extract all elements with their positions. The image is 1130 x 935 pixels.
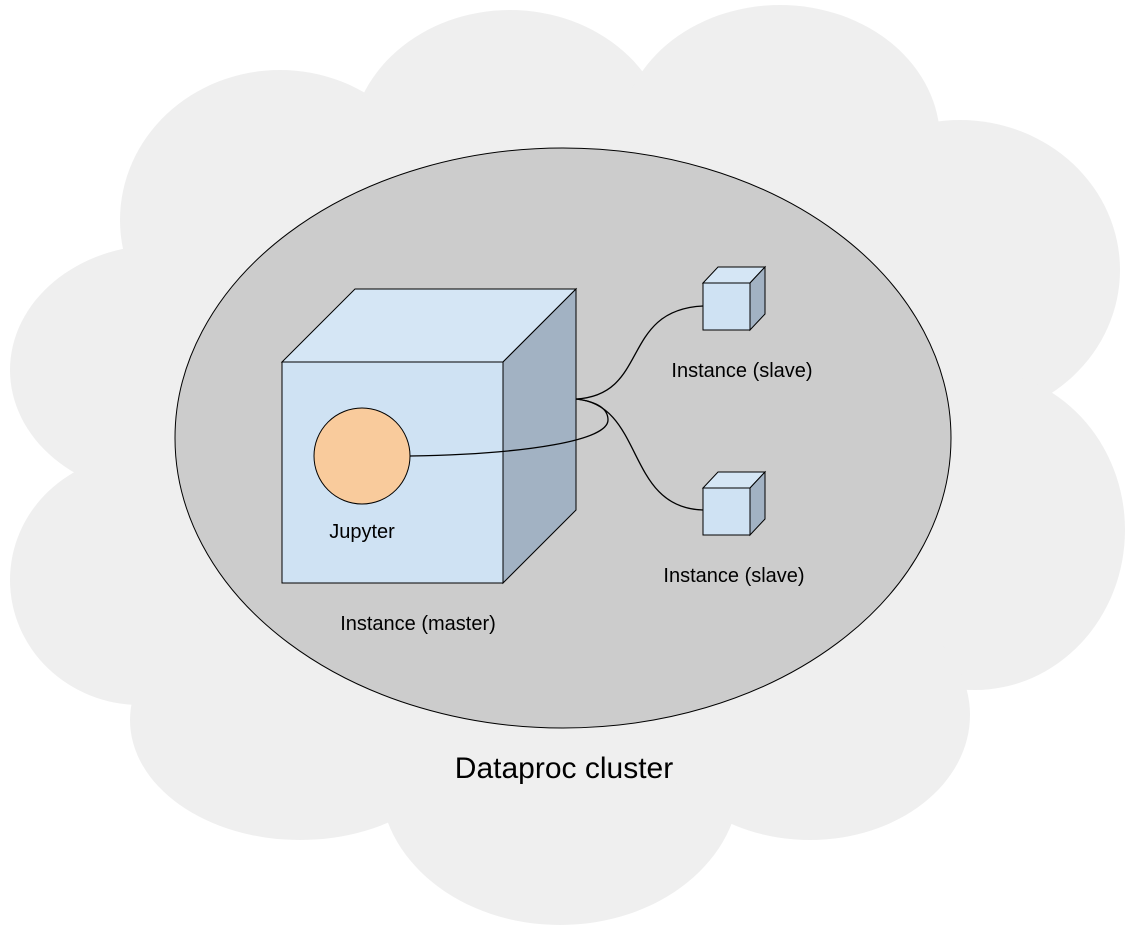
master-instance-cube bbox=[280, 287, 578, 585]
slave-instance-label-1: Instance (slave) bbox=[671, 360, 812, 382]
slave-instance-label-2: Instance (slave) bbox=[663, 565, 804, 587]
master-instance-label: Instance (master) bbox=[340, 613, 496, 635]
slave-instance-cube-2 bbox=[701, 470, 767, 537]
connector-to-slave-2 bbox=[575, 398, 704, 511]
slave-instance-cube-1 bbox=[701, 265, 767, 332]
connector-to-slave-1 bbox=[575, 305, 704, 400]
jupyter-label: Jupyter bbox=[329, 521, 395, 543]
jupyter-circle bbox=[313, 407, 411, 505]
cluster-label: Dataproc cluster bbox=[455, 752, 673, 785]
